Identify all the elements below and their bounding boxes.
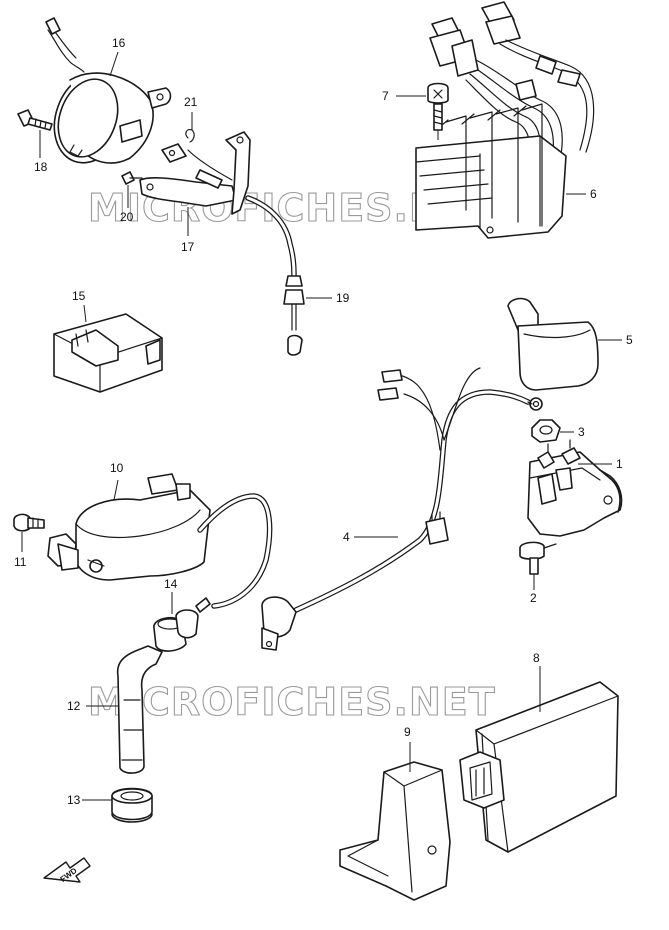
part-11-screw[interactable] <box>13 513 45 532</box>
callout-5: 5 <box>626 333 633 347</box>
fwd-arrow-icon: FWD <box>43 857 91 884</box>
part-15-relay[interactable] <box>53 313 163 393</box>
callout-16: 16 <box>112 36 126 50</box>
callout-17: 17 <box>181 240 195 254</box>
callout-21: 21 <box>184 95 198 109</box>
callout-14: 14 <box>164 577 178 591</box>
part-4-harness[interactable] <box>261 367 543 651</box>
part-5-cover[interactable] <box>507 297 599 391</box>
part-19-sensor-cable[interactable] <box>245 195 305 356</box>
callout-20: 20 <box>120 210 134 224</box>
callout-19: 19 <box>336 291 350 305</box>
callout-2: 2 <box>530 591 537 605</box>
part-1-starter-relay[interactable] <box>527 439 623 537</box>
callout-11: 11 <box>14 555 27 569</box>
callout-15: 15 <box>72 289 86 303</box>
callout-4: 4 <box>343 530 350 544</box>
callout-9: 9 <box>404 725 411 739</box>
part-16-component[interactable] <box>42 17 172 173</box>
callout-7: 7 <box>382 89 389 103</box>
part-21-clip[interactable] <box>185 129 195 143</box>
part-20-screw[interactable] <box>121 171 143 185</box>
callout-12: 12 <box>67 699 81 713</box>
callout-18: 18 <box>34 160 48 174</box>
part-7-bolt[interactable] <box>427 82 449 131</box>
callout-3: 3 <box>578 425 585 439</box>
part-2-bolt[interactable] <box>519 541 557 575</box>
part-3-nut[interactable] <box>531 419 561 443</box>
part-8-cdi-unit[interactable] <box>459 681 619 853</box>
part-14-seal[interactable] <box>153 609 199 652</box>
callout-13: 13 <box>67 793 81 807</box>
callout-10: 10 <box>110 461 124 475</box>
callout-6: 6 <box>590 187 597 201</box>
part-10-ignition-coil[interactable] <box>47 473 211 581</box>
callout-1: 1 <box>616 457 623 471</box>
part-17-bracket[interactable] <box>139 131 251 215</box>
part-13-cap[interactable] <box>111 787 153 823</box>
part-18-bolt[interactable] <box>17 109 53 131</box>
part-9-holder[interactable] <box>339 761 451 901</box>
watermark-bottom: MICROFICHES.NET <box>88 680 496 724</box>
callout-8: 8 <box>533 651 540 665</box>
part-12-plug-cap[interactable] <box>116 493 273 774</box>
